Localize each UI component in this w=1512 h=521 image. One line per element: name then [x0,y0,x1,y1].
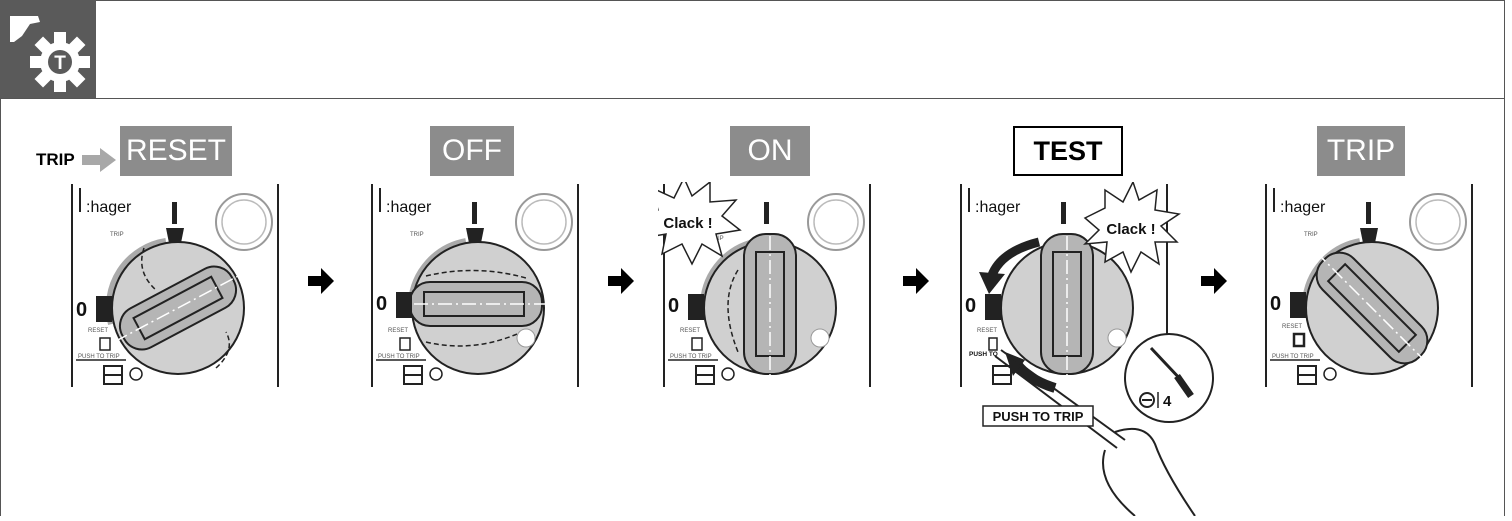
zero-mark: 0 [76,299,87,321]
badge-letter: T [54,53,66,74]
next-arrow-icon [903,268,929,299]
reset-mark: RESET [388,328,408,334]
step-label-reset: RESET [120,126,232,176]
push-to-trip-mark: PUSH TO TRIP [78,354,120,360]
clack-callout: Clack ! [663,215,712,232]
trip-mark: TRIP [410,232,424,238]
push-to-trip-mark: PUSH TO TRIP [378,354,420,360]
step-on-device: TRIP 0 RESET PUSH TO TRIP Clack ! [636,176,888,397]
zero-mark: 0 [1270,293,1281,315]
reset-mark: RESET [977,328,997,334]
reset-mark: RESET [1282,324,1302,330]
step-trip-device: :hager TRIP 0 RESET PUSH TO TRIP [1260,182,1480,397]
step-label-test: TEST [1013,126,1123,176]
brand-logo: :hager [86,199,132,216]
reset-mark: RESET [680,328,700,334]
push-to-trip-mark: PUSH TO TRIP [670,354,712,360]
gray-arrow-icon [82,148,116,177]
sequence-prefix: TRIP [36,150,75,169]
step-label-on: ON [730,126,810,176]
step-reset-device: :hager TRIP 0 RESET PUSH TO TRIP [66,182,286,397]
tool-size: 4 [1163,393,1172,410]
trip-mark: TRIP [1304,232,1318,238]
push-to-trip-mark: PUSH TO TRIP [1272,354,1314,360]
brand-logo: :hager [1280,199,1326,216]
zero-mark: 0 [376,293,387,315]
tool-gear-t-icon: T [0,0,96,98]
step-off-device: :hager TRIP 0 RESET PUSH TO TRIP [366,182,586,397]
reset-mark: RESET [88,328,108,334]
step-label-off: OFF [430,126,514,176]
push-to-trip-callout: PUSH TO TRIP [993,409,1084,424]
brand-logo: :hager [386,199,432,216]
brand-logo: :hager [975,199,1021,216]
next-arrow-icon [308,268,334,299]
push-to-trip-mark: PUSH TO [969,351,998,358]
next-arrow-icon [1201,268,1227,299]
zero-mark: 0 [965,295,976,317]
step-label-trip: TRIP [1317,126,1405,176]
next-arrow-icon [608,268,634,299]
zero-mark: 0 [668,295,679,317]
trip-mark: TRIP [110,232,124,238]
header-divider [0,98,1505,99]
clack-callout: Clack ! [1106,221,1155,238]
step-test-device: :hager 0 RESET PUSH TO PUSH TO TRIP Clac… [955,180,1255,521]
